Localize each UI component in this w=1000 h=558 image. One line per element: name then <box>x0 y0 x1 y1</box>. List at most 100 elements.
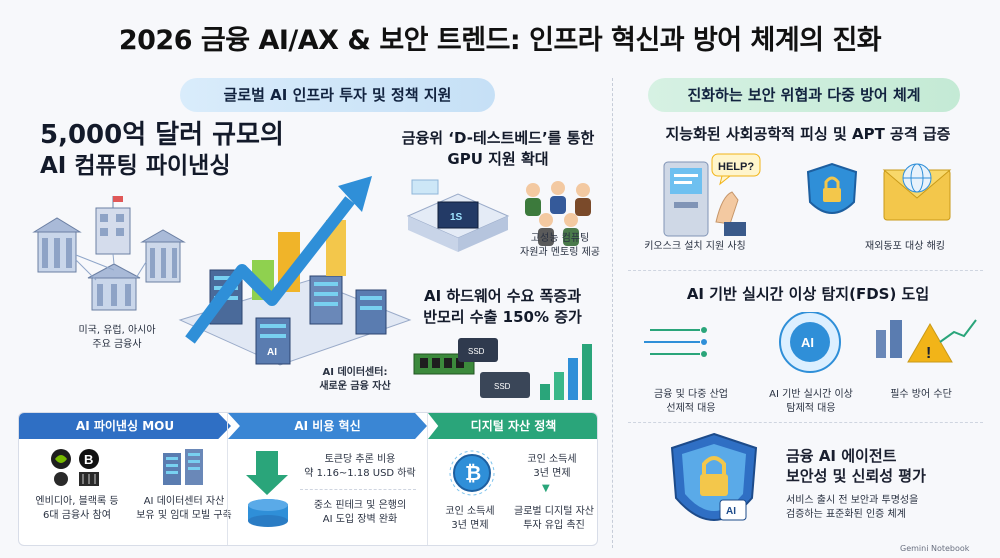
data-flow-icon <box>644 327 707 357</box>
fds-illustration: AI ! <box>644 312 977 373</box>
company-logos-icon: B <box>51 449 99 486</box>
ai-brain-icon: AI <box>779 312 841 373</box>
tab3-item1-line-1: 코인 소득세 <box>527 454 577 465</box>
tab2-item1-caption: 토큰당 추론 비용 약 1.16~1.18 USD 하락 <box>300 453 420 481</box>
server-rack-icon <box>309 275 343 325</box>
server-rack-icon: AI <box>255 317 291 365</box>
right-separator-2 <box>628 422 983 423</box>
headline-line-1: 5,000억 달러 규모의 <box>40 120 284 150</box>
email-caption: 재외동포 대상 해킹 <box>865 241 945 252</box>
bank-building-icon <box>32 217 82 273</box>
svg-text:!: ! <box>926 345 931 362</box>
testbed-title-line-2: GPU 지원 확대 <box>447 150 549 168</box>
growth-arrow-icon <box>185 176 372 344</box>
testbed-title-line-1: 금융위 ‘D-테스트베드’를 통한 <box>401 129 595 147</box>
datacenter-caption: AI 데이터센터: 새로운 금융 자산 <box>300 366 410 394</box>
fds-caption-1-line-2: 선제적 대응 <box>666 403 716 414</box>
agent-caption: 서비스 출시 전 보안과 투명성을 검증하는 표준화된 인증 체계 <box>786 494 986 522</box>
tab1-item2-line-1: AI 데이터센터 자산 <box>143 496 225 507</box>
tab-header-ai-cost: AI 비용 혁신 <box>228 413 427 439</box>
tab3-item2-line-1: 코인 소득세 <box>445 506 495 517</box>
arrow-down-icon: ▼ <box>542 483 550 494</box>
fds-caption-2: AI 기반 실시간 이상 탐제적 대응 <box>756 388 866 416</box>
hardware-illustration: SSD SSD <box>413 338 592 400</box>
mentor-people-icon <box>525 181 591 246</box>
fds-title: AI 기반 실시간 이상 탐지(FDS) 도입 <box>686 285 930 303</box>
gpu-chip-icon <box>437 201 479 229</box>
fds-caption-1-line-1: 금융 및 다중 산업 <box>654 389 728 400</box>
tab3-item2-caption: 코인 소득세 3년 면제 <box>430 505 510 533</box>
tab3-item3-line-1: 글로벌 디지털 자산 <box>514 506 594 517</box>
bar-chart-icon <box>540 344 592 400</box>
shield-ai-label: AI <box>726 506 736 517</box>
gpu-testbed-illustration: 1S <box>406 179 591 252</box>
gpu-chip-label: 1S <box>450 212 463 223</box>
tab3-item3-caption: 글로벌 디지털 자산 투자 유입 촉진 <box>508 505 597 533</box>
tab3-item3-line-2: 투자 유입 촉진 <box>523 520 585 531</box>
agent-title-line-2: 보안성 및 신뢰성 평가 <box>786 467 926 485</box>
bank-building-icon <box>87 263 141 311</box>
right-section-title: 진화하는 보안 위협과 다중 방어 체계 <box>648 78 960 112</box>
tab2-item2-line-1: 중소 핀테크 및 은행의 <box>313 500 407 511</box>
tab1-item2-caption: AI 데이터센터 자산 보유 및 임대 모빌 구축 <box>129 495 239 523</box>
tab1-item1-line-2: 6대 금융사 참여 <box>43 510 111 521</box>
fds-caption-2-line-1: AI 기반 실시간 이상 <box>769 389 853 400</box>
help-speech-bubble: HELP? <box>711 153 761 186</box>
testbed-caption: 고성능 컴퓨팅 자원과 멘토링 제공 <box>515 232 605 260</box>
server-rack-icon <box>355 289 387 335</box>
kiosk-icon <box>663 161 709 237</box>
page-title: 2026 금융 AI/AX & 보안 트렌드: 인프라 혁신과 방어 체계의 진… <box>118 25 882 56</box>
kiosk-caption: 키오스크 설치 지원 사칭 <box>644 241 746 252</box>
banks-caption-line-2: 주요 금융사 <box>92 339 142 350</box>
server-ai-label: AI <box>267 347 277 358</box>
investment-headline: 5,000억 달러 규모의 AI 컴퓨팅 파이낸싱 <box>40 120 320 182</box>
ai-agent-shield-icon: AI <box>670 432 758 521</box>
fds-caption-3: 필수 방어 수단 <box>890 389 952 400</box>
svg-text:₿: ₿ <box>465 461 481 485</box>
warning-icon: ! <box>876 319 977 363</box>
datacenter-asset-icon <box>163 449 203 485</box>
hand-pointer-icon <box>715 191 746 236</box>
logo-b-text: B <box>84 452 93 467</box>
tab2-item2-line-2: AI 도입 장벽 완화 <box>322 514 398 525</box>
shield-lock-icon <box>806 162 858 214</box>
tab-ai-financing: AI 파이낸싱 MOU B 엔비디아, 블랙록 등 6대 금융사 참여 AI 데… <box>19 413 232 545</box>
brain-ai-label: AI <box>801 335 814 350</box>
bottom-tabs-panel: AI 파이낸싱 MOU B 엔비디아, 블랙록 등 6대 금융사 참여 AI 데… <box>18 412 598 546</box>
tab2-item1-line-2: 약 1.16~1.18 USD 하락 <box>304 468 416 479</box>
bank-building-icon <box>140 229 186 283</box>
tab3-item1-line-2: 3년 면제 <box>533 468 571 479</box>
phishing-illustration: HELP? <box>663 153 952 237</box>
tab1-item2-line-2: 보유 및 임대 모빌 구축 <box>136 510 232 521</box>
email-phishing-icon <box>882 163 952 221</box>
fds-caption-2-line-2: 탐제적 대응 <box>786 403 836 414</box>
help-bubble-text: HELP? <box>718 161 754 173</box>
network-lines <box>75 253 147 281</box>
tab2-item1-line-1: 토큰당 추론 비용 <box>324 454 396 465</box>
testbed-caption-line-2: 자원과 멘토링 제공 <box>520 247 600 258</box>
ssd-label-1: SSD <box>468 347 485 356</box>
agent-caption-line-2: 검증하는 표준화된 인증 체계 <box>786 509 906 520</box>
headline-line-2: AI 컴퓨팅 파이낸싱 <box>40 153 231 179</box>
cost-down-icon <box>246 451 288 527</box>
tab2-separator <box>300 489 416 490</box>
tab3-item1-caption: 코인 소득세 3년 면제 <box>512 453 592 481</box>
hardware-title: AI 하드웨어 수요 폭증과 반모리 수출 150% 증가 <box>400 286 605 328</box>
right-separator-1 <box>628 270 983 271</box>
ssd-label-2: SSD <box>494 382 511 391</box>
agent-caption-line-1: 서비스 출시 전 보안과 투명성을 <box>786 495 919 506</box>
ssd-drive-icon: SSD <box>480 372 530 398</box>
tab3-item2-line-2: 3년 면제 <box>451 520 489 531</box>
tab-header-digital-asset: 디지털 자산 정책 <box>428 413 597 439</box>
hardware-title-line-1: AI 하드웨어 수요 폭증과 <box>423 287 582 305</box>
ssd-drive-icon: SSD <box>458 338 498 362</box>
phishing-title: 지능화된 사회공학적 피싱 및 APT 공격 급증 <box>665 125 951 143</box>
bitcoin-icon: ₿ <box>449 450 495 496</box>
watermark: Gemini Notebook <box>900 544 970 553</box>
testbed-title: 금융위 ‘D-테스트베드’를 통한 GPU 지원 확대 <box>388 128 608 170</box>
section-divider <box>612 78 613 548</box>
fds-caption-1: 금융 및 다중 산업 선제적 대응 <box>636 388 746 416</box>
testbed-caption-line-1: 고성능 컴퓨팅 <box>530 233 590 244</box>
hardware-title-line-2: 반모리 수출 150% 증가 <box>423 308 582 326</box>
ai-investment-illustration: AI <box>32 176 412 366</box>
